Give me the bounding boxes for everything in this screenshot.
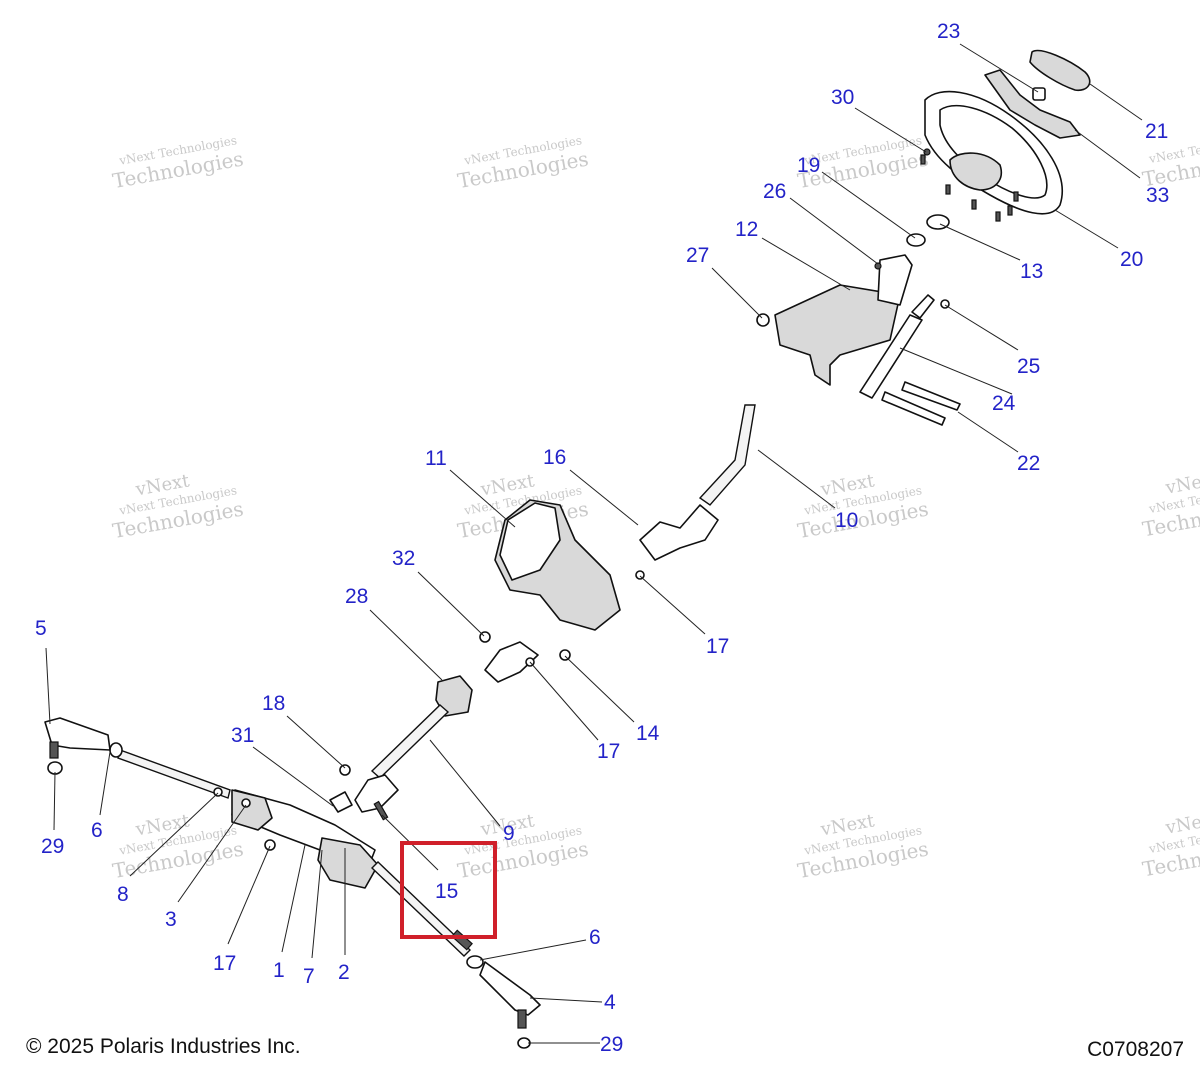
drawing-code: C0708207 <box>1087 1038 1184 1061</box>
callout-4[interactable]: 4 <box>604 991 616 1014</box>
bolt-30 <box>923 148 931 156</box>
lower-shaft <box>370 704 450 779</box>
watermark: vNext vNext Technologies Technologies <box>796 470 931 543</box>
watermark: vNext vNext Technologies Technologies <box>1141 469 1200 542</box>
nut-17-a <box>264 839 276 851</box>
wheel-bracket <box>984 69 1081 139</box>
leader-lines <box>45 43 1143 1044</box>
callout-27[interactable]: 27 <box>686 244 709 267</box>
bolt-27 <box>756 313 770 327</box>
callout-24[interactable]: 24 <box>992 392 1016 415</box>
watermark: vNext vNext Technologies Technologies <box>111 470 246 543</box>
watermark-layer: vNext Technologies Technologies vNext Te… <box>111 131 1200 883</box>
jam-nut-left <box>109 742 123 758</box>
callout-3[interactable]: 3 <box>165 908 177 931</box>
callout-26[interactable]: 26 <box>763 180 786 203</box>
bolt-8 <box>213 787 223 797</box>
eps-motor <box>499 502 561 581</box>
gas-strut <box>859 314 923 399</box>
callout-1[interactable]: 1 <box>273 959 285 982</box>
tilt-tube <box>877 254 913 306</box>
callout-32[interactable]: 32 <box>392 547 415 570</box>
callout-21[interactable]: 21 <box>1145 120 1168 143</box>
callout-28[interactable]: 28 <box>345 585 368 608</box>
shaft-plate <box>435 675 473 717</box>
tie-rod-left <box>117 749 231 799</box>
wheel-screws <box>920 154 1019 222</box>
callout-14[interactable]: 14 <box>636 722 660 745</box>
callout-5[interactable]: 5 <box>35 617 47 640</box>
callout-22[interactable]: 22 <box>1017 452 1040 475</box>
ball-stud-left <box>49 741 59 759</box>
callout-13[interactable]: 13 <box>1020 260 1043 283</box>
callout-17-b[interactable]: 17 <box>597 740 620 763</box>
watermark: vNext Technologies Technologies <box>111 133 246 193</box>
callout-labels: 23 21 30 33 20 19 13 26 12 27 25 24 22 1… <box>35 20 1169 1056</box>
parts-layer <box>44 49 1091 1049</box>
callout-23[interactable]: 23 <box>937 20 960 43</box>
callout-16[interactable]: 16 <box>543 446 566 469</box>
callout-6-right[interactable]: 6 <box>589 926 601 949</box>
steering-shaft <box>698 404 756 506</box>
u-joint-bottom <box>354 774 399 813</box>
rack-boot-left <box>231 789 273 831</box>
tie-rod-right <box>370 861 472 957</box>
watermark: vNext vNext Technologies Technologies <box>1141 809 1200 882</box>
callout-33[interactable]: 33 <box>1146 184 1169 207</box>
callout-30[interactable]: 30 <box>831 86 854 109</box>
watermark: vNext vNext Technologies Technologies <box>796 810 931 883</box>
strut-rod <box>911 294 935 319</box>
tie-rod-end-right <box>479 961 541 1016</box>
callout-17-a[interactable]: 17 <box>213 952 236 975</box>
callout-19[interactable]: 19 <box>797 154 820 177</box>
bushing-lower <box>906 233 926 247</box>
jam-nut-right <box>466 955 484 969</box>
callout-9[interactable]: 9 <box>503 822 515 845</box>
callout-7[interactable]: 7 <box>303 965 315 988</box>
u-joint-upper <box>639 504 719 561</box>
wheel-cover <box>1029 49 1091 92</box>
callout-29-right[interactable]: 29 <box>600 1033 623 1056</box>
rack-boot-right <box>317 837 379 889</box>
callout-8[interactable]: 8 <box>117 883 129 906</box>
callout-18[interactable]: 18 <box>262 692 285 715</box>
nut-18 <box>339 764 351 776</box>
callout-31[interactable]: 31 <box>231 724 254 747</box>
callout-10[interactable]: 10 <box>835 509 858 532</box>
bolt-3 <box>241 798 251 808</box>
callout-29-left[interactable]: 29 <box>41 835 64 858</box>
callout-6-left[interactable]: 6 <box>91 819 103 842</box>
spring-31 <box>329 791 353 813</box>
callout-17-c[interactable]: 17 <box>706 635 729 658</box>
watermark: vNext vNext Technologies Technologies <box>111 810 246 883</box>
callout-11[interactable]: 11 <box>425 447 447 470</box>
ball-stud-right <box>517 1009 527 1029</box>
u-joint-lower <box>484 641 539 683</box>
watermark: vNext Technologies Technologies <box>456 133 591 193</box>
callout-20[interactable]: 20 <box>1120 248 1143 271</box>
highlight-box <box>400 841 497 939</box>
callout-2[interactable]: 2 <box>338 961 350 984</box>
callout-15[interactable]: 15 <box>435 880 458 903</box>
copyright-text: © 2025 Polaris Industries Inc. <box>26 1035 301 1058</box>
long-bolt-2 <box>901 381 961 411</box>
callout-12[interactable]: 12 <box>735 218 758 241</box>
nut-17-c <box>635 570 645 580</box>
callout-25[interactable]: 25 <box>1017 355 1040 378</box>
bolt-26 <box>874 262 882 270</box>
steering-wheel <box>924 90 1063 215</box>
bolt-14 <box>559 649 571 661</box>
long-bolt <box>881 391 946 426</box>
